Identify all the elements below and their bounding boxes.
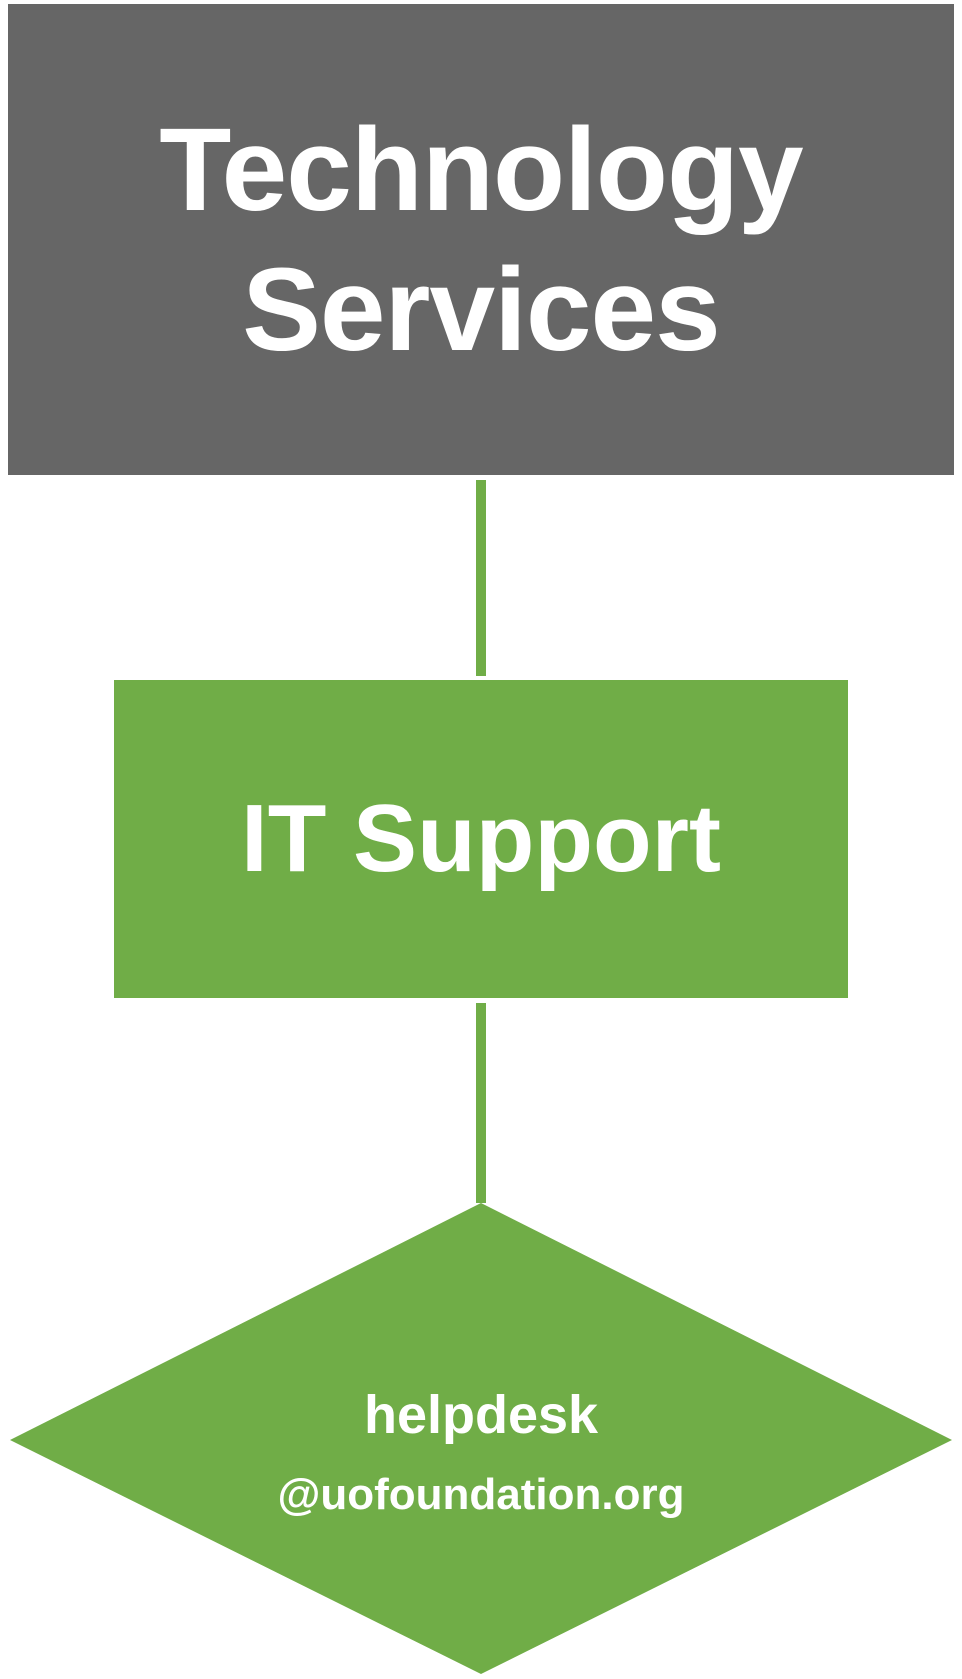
technology-services-line2: Services xyxy=(242,243,721,376)
connector-it-support-to-helpdesk xyxy=(476,1003,486,1203)
helpdesk-email-line1: helpdesk xyxy=(363,1385,599,1445)
helpdesk-email-line2: @uofoundation.org xyxy=(277,1470,685,1519)
technology-services-box: Technology Services xyxy=(8,4,954,475)
helpdesk-email-text: helpdesk @uofoundation.org xyxy=(180,1350,782,1560)
technology-services-line1: Technology xyxy=(159,103,803,236)
connector-top-to-it-support xyxy=(476,480,486,676)
it-support-label: IT Support xyxy=(241,785,721,892)
it-support-box: IT Support xyxy=(114,680,848,998)
helpdesk-diamond xyxy=(10,1203,952,1674)
